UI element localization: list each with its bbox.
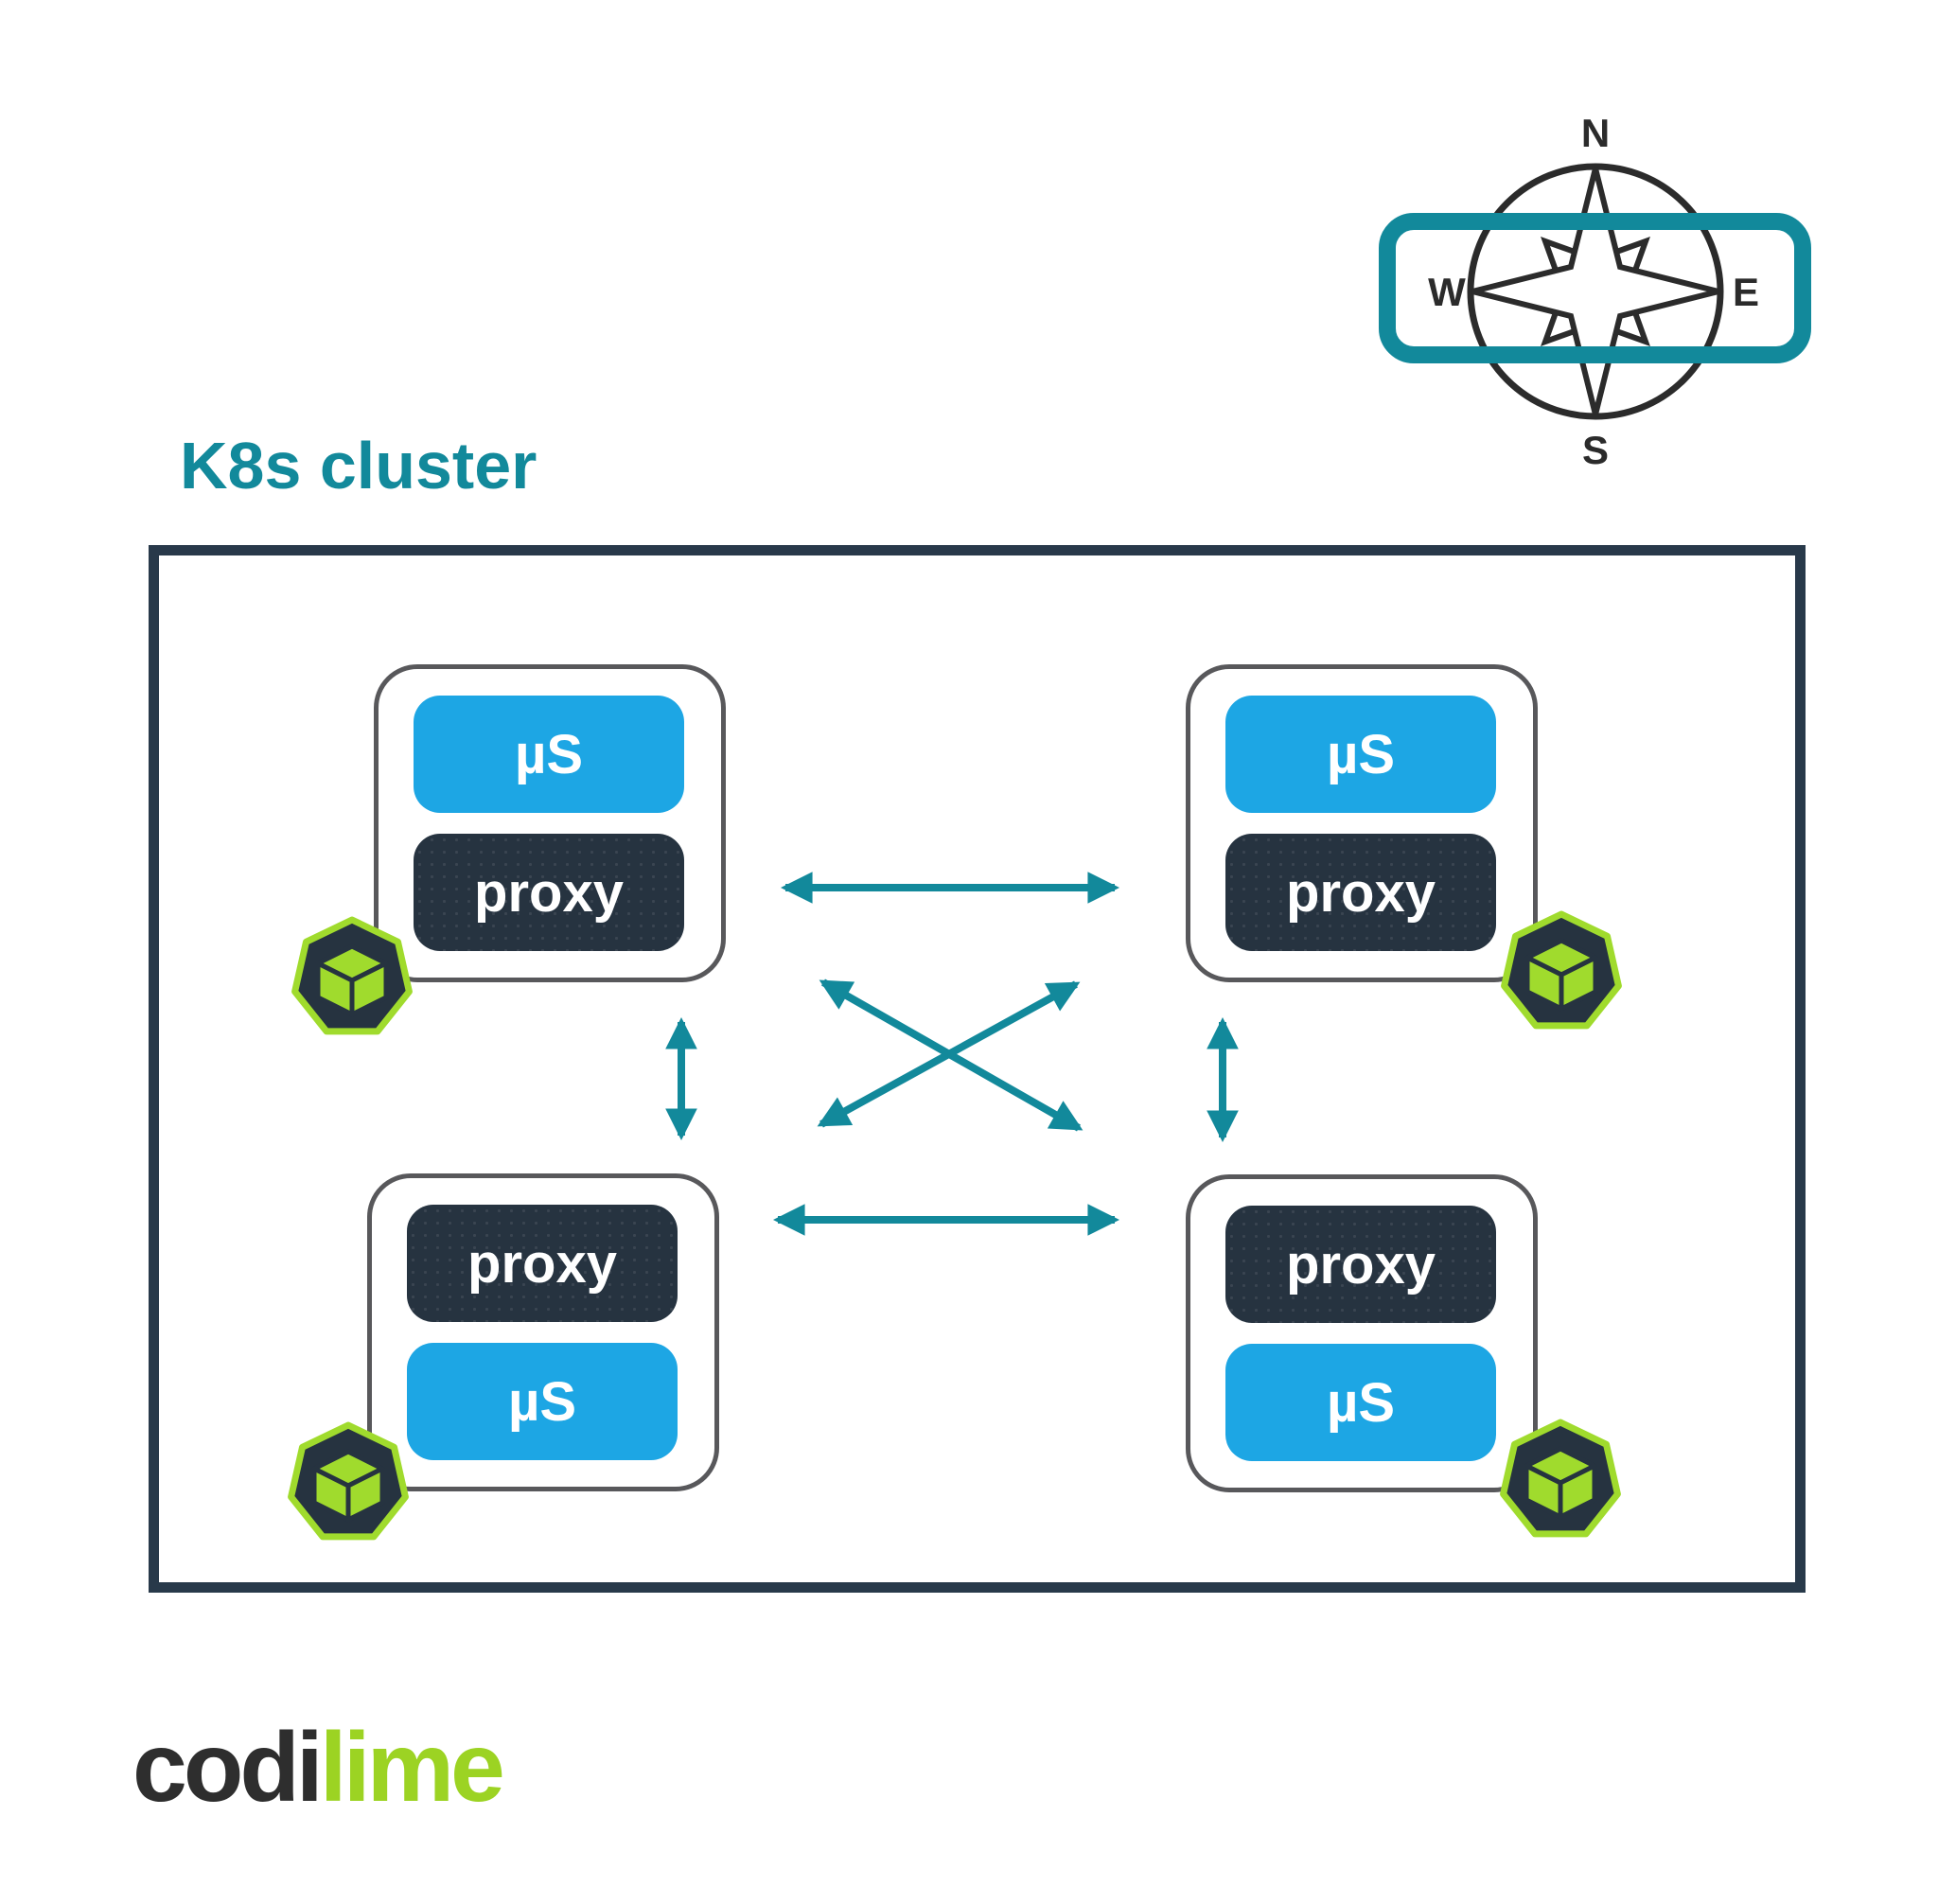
codilime-logo: codilime [132, 1719, 505, 1817]
proxy-chip: proxy [1225, 1206, 1496, 1323]
proxy-chip: proxy [414, 834, 684, 951]
compass-label-west: W [1428, 270, 1466, 314]
pod-top-left: µS proxy [374, 664, 726, 982]
kubernetes-pod-icon [286, 912, 418, 1045]
logo-text-dark: codi [132, 1713, 324, 1823]
pod-top-right: µS proxy [1186, 664, 1538, 982]
compass-star-cardinal [1471, 167, 1719, 415]
microservice-chip: µS [407, 1343, 678, 1460]
compass-rose: N E S W [1379, 111, 1811, 472]
logo-text-green: lime [319, 1713, 505, 1823]
compass-label-south: S [1582, 428, 1609, 472]
pod-bottom-left: proxy µS [367, 1173, 719, 1491]
kubernetes-pod-icon [1495, 907, 1628, 1039]
k8s-cluster-boundary [149, 545, 1806, 1593]
kubernetes-pod-icon [282, 1418, 414, 1550]
microservice-chip: µS [1225, 696, 1496, 813]
east-west-highlight-frame [1379, 213, 1811, 363]
kubernetes-pod-icon [1494, 1415, 1627, 1547]
compass-label-north: N [1581, 111, 1610, 155]
proxy-chip: proxy [407, 1205, 678, 1322]
microservice-chip: µS [414, 696, 684, 813]
cluster-title: K8s cluster [180, 429, 537, 502]
compass-circle [1467, 163, 1724, 420]
proxy-chip: proxy [1225, 834, 1496, 951]
pod-bottom-right: proxy µS [1186, 1174, 1538, 1492]
microservice-chip: µS [1225, 1344, 1496, 1461]
compass-label-east: E [1733, 270, 1759, 314]
